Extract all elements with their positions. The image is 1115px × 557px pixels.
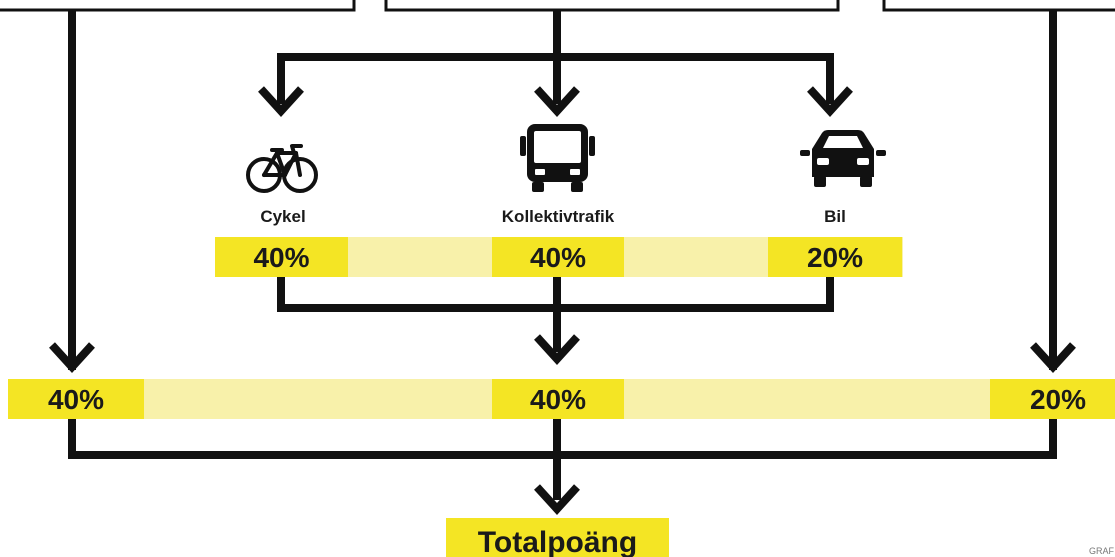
source-box-right	[882, 0, 1115, 12]
mode-weight-box-bil: 20%	[768, 237, 902, 277]
connector-category-merge	[68, 419, 1057, 459]
mode-label-cykel: Cykel	[260, 207, 305, 226]
mode-weight-kollektivtrafik: 40%	[530, 242, 586, 273]
mode-weight-cykel: 40%	[253, 242, 309, 273]
arrow-to-total	[534, 484, 580, 515]
arrow-to-left-category	[49, 342, 95, 373]
category-weight-left: 40%	[48, 384, 104, 415]
category-weight-center: 40%	[530, 384, 586, 415]
category-weight-right: 20%	[1030, 384, 1086, 415]
total-score-label: Totalpoäng	[478, 526, 637, 557]
source-box-center	[384, 0, 840, 12]
source-box-left	[0, 0, 356, 12]
arrow-to-car	[807, 86, 853, 117]
arrow-to-center-category	[534, 334, 580, 365]
mode-label-kollektivtrafik: Kollektivtrafik	[502, 207, 615, 226]
graphic-credit: GRAF	[1089, 546, 1115, 556]
connector-lines	[68, 10, 1057, 500]
bus-icon	[520, 124, 595, 192]
total-score-box: Totalpoäng	[446, 518, 669, 557]
arrow-to-bicycle	[258, 86, 304, 117]
mode-label-bil: Bil	[824, 207, 846, 226]
arrow-to-right-category	[1030, 342, 1076, 373]
car-icon	[800, 130, 886, 187]
mode-weight-box-cykel: 40%	[215, 237, 348, 277]
mode-weight-bil: 20%	[807, 242, 863, 273]
mode-weight-box-kollektivtrafik: 40%	[492, 237, 624, 277]
bicycle-icon	[246, 144, 318, 193]
category-weight-box-center: 40%	[492, 379, 624, 419]
category-weight-box-right: 20%	[990, 379, 1115, 419]
category-weight-box-left: 40%	[8, 379, 144, 419]
arrow-to-bus	[534, 86, 580, 117]
